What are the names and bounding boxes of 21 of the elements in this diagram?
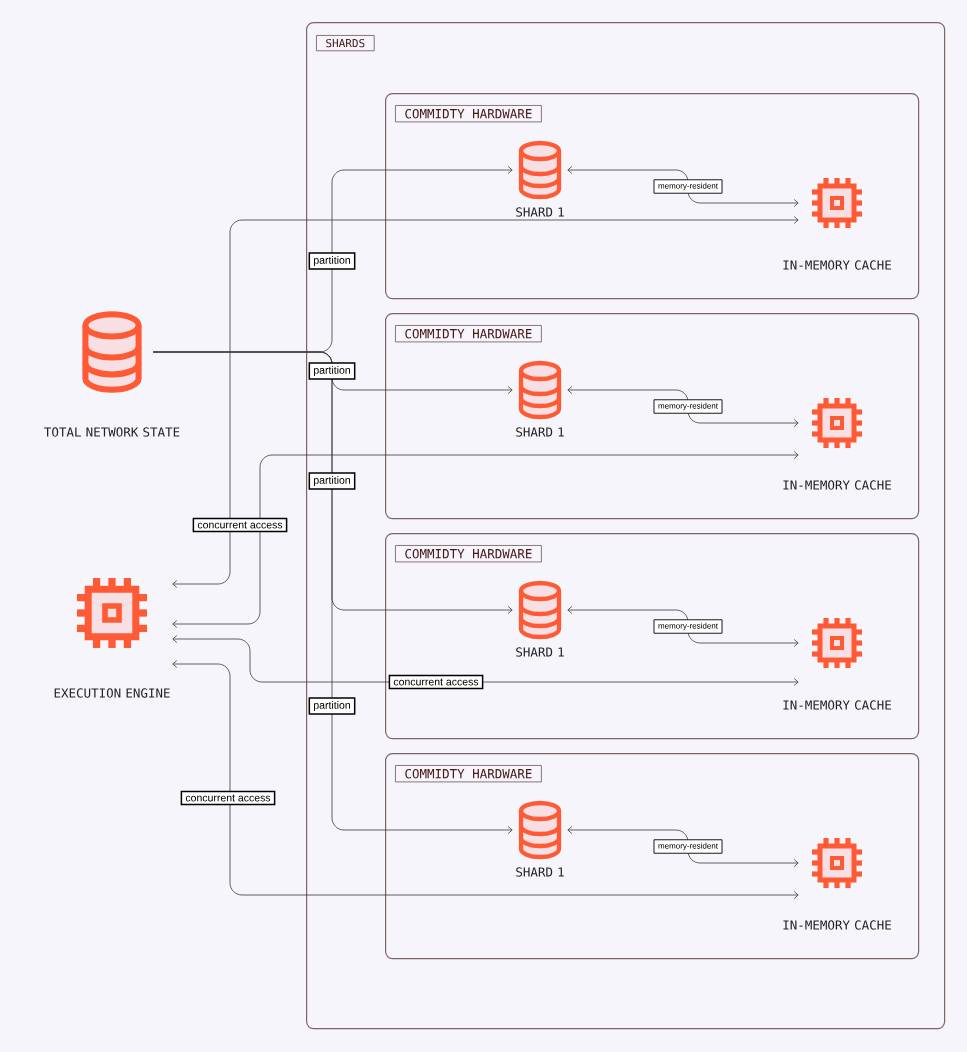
node-label: IN-MEMORY CACHE bbox=[783, 700, 891, 710]
edge-label: concurrent access bbox=[192, 517, 288, 533]
node-label: TOTAL NETWORK STATE bbox=[44, 427, 180, 437]
edge-label: partition bbox=[308, 362, 356, 380]
edge-label: memory-resident bbox=[653, 179, 723, 194]
node-label: IN-MEMORY CACHE bbox=[783, 920, 891, 930]
edge-label: partition bbox=[308, 252, 356, 270]
edge-label: memory-resident bbox=[653, 619, 723, 634]
edge-label: memory-resident bbox=[653, 399, 723, 414]
edge-label: concurrent access bbox=[388, 674, 484, 690]
edge-label: partition bbox=[308, 697, 356, 715]
node-label: SHARD 1 bbox=[516, 207, 564, 217]
node-label: IN-MEMORY CACHE bbox=[783, 480, 891, 490]
edge-label: partition bbox=[308, 472, 356, 490]
edge-label: memory-resident bbox=[653, 839, 723, 854]
node-label: SHARD 1 bbox=[516, 427, 564, 437]
node-label: IN-MEMORY CACHE bbox=[783, 260, 891, 270]
node-label: EXECUTION ENGINE bbox=[54, 688, 170, 698]
node-label: SHARD 1 bbox=[516, 647, 564, 657]
edge-label: concurrent access bbox=[180, 790, 276, 806]
node-label: SHARD 1 bbox=[516, 867, 564, 877]
